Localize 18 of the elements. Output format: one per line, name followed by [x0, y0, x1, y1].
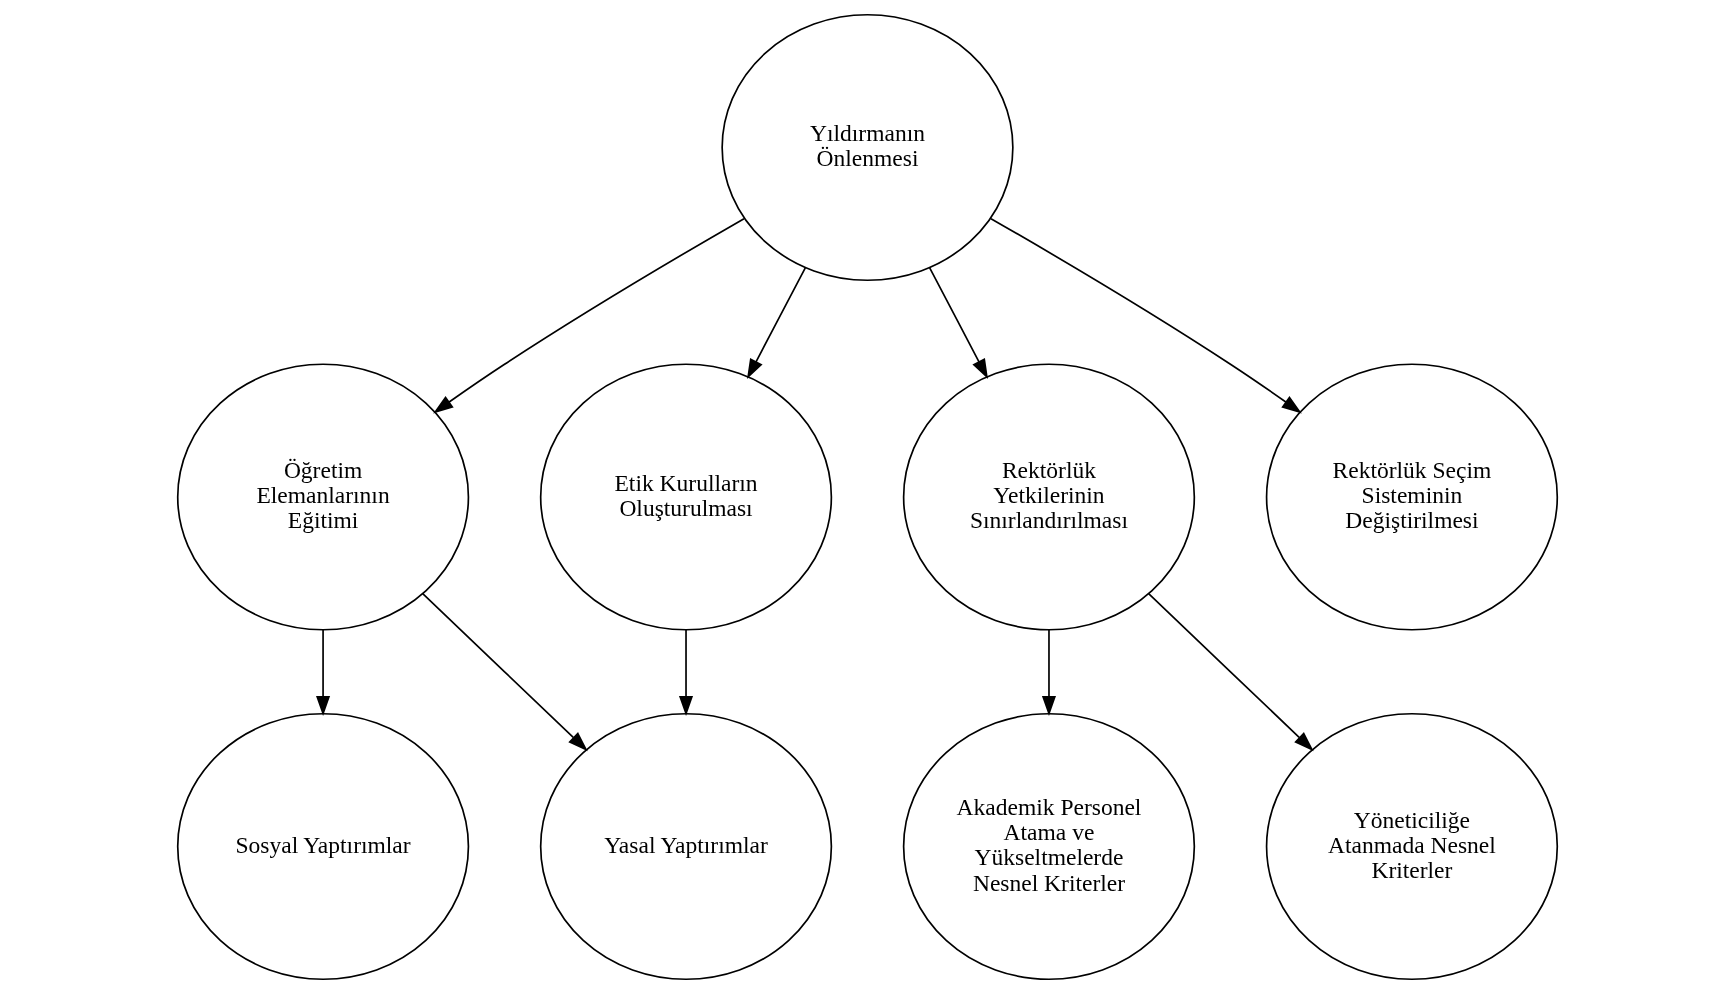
arrow	[1041, 629, 1057, 717]
node-circle: Rektörlük Yetkilerinin Sınırlandırılması	[902, 363, 1196, 631]
arrow	[316, 629, 331, 717]
arrow	[928, 267, 989, 380]
node-circle: Sosyal Yaptırımlar	[176, 712, 470, 981]
arrow	[990, 217, 1302, 414]
node-circle: Yasal Yaptırımlar	[539, 712, 833, 981]
arrow	[678, 629, 694, 717]
node-circle: Akademik Personel Atama ve Yükseltmelerde Nesnel Kriterler	[902, 712, 1196, 981]
node-circle: Etik Kurulların Oluşturulması	[539, 363, 833, 631]
node-circle: Öğretim Elemanlarının Eğitimi	[176, 363, 470, 631]
node-circle: Yıldırmanın Önlenmesi	[721, 13, 1014, 282]
arrow	[433, 217, 745, 414]
arrow	[421, 592, 588, 752]
arrow	[1147, 592, 1314, 752]
arrow	[746, 267, 807, 380]
node-circle: Yöneticiliğe Atanmada Nesnel Kriterler	[1265, 712, 1559, 981]
node-circle: Rektörlük Seçim Sisteminin Değiştirilmesi	[1265, 363, 1559, 631]
